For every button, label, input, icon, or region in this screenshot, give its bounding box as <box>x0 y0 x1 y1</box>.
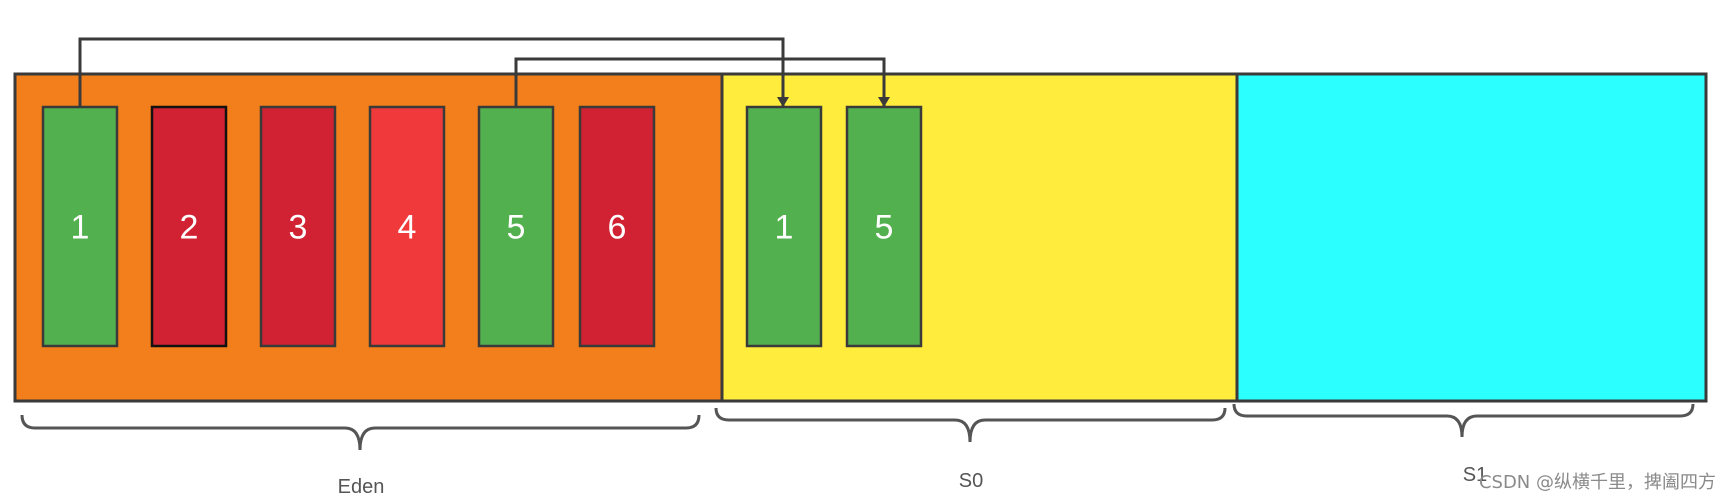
s1-brace <box>1232 403 1695 438</box>
s0-brace <box>714 407 1227 443</box>
s0-block-label: 1 <box>775 209 794 247</box>
eden-block-label: 3 <box>289 209 308 247</box>
s0-block-5 <box>845 105 923 348</box>
s0-label: S0 <box>959 470 983 492</box>
watermark: CSDN @纵横千里，捭阖四方 <box>1478 472 1716 493</box>
eden-block-6 <box>578 105 656 348</box>
s1-region <box>1235 72 1708 403</box>
s0-block-label: 5 <box>875 209 894 247</box>
s1-label: S1 <box>1463 464 1487 486</box>
eden-block-4 <box>368 105 446 348</box>
arrow-eden-5-to-s0-5 <box>514 57 890 107</box>
arrow-eden-1-to-s0-1 <box>78 37 789 107</box>
s0-block-1 <box>745 105 823 348</box>
eden-block-3 <box>259 105 337 348</box>
eden-block-2 <box>150 105 228 348</box>
eden-block-label: 4 <box>398 209 417 247</box>
eden-block-label: 1 <box>71 209 90 247</box>
eden-block-label: 5 <box>507 209 526 247</box>
eden-label: Eden <box>338 476 385 498</box>
eden-brace <box>20 414 701 451</box>
eden-block-label: 2 <box>180 209 199 247</box>
eden-block-label: 6 <box>608 209 627 247</box>
